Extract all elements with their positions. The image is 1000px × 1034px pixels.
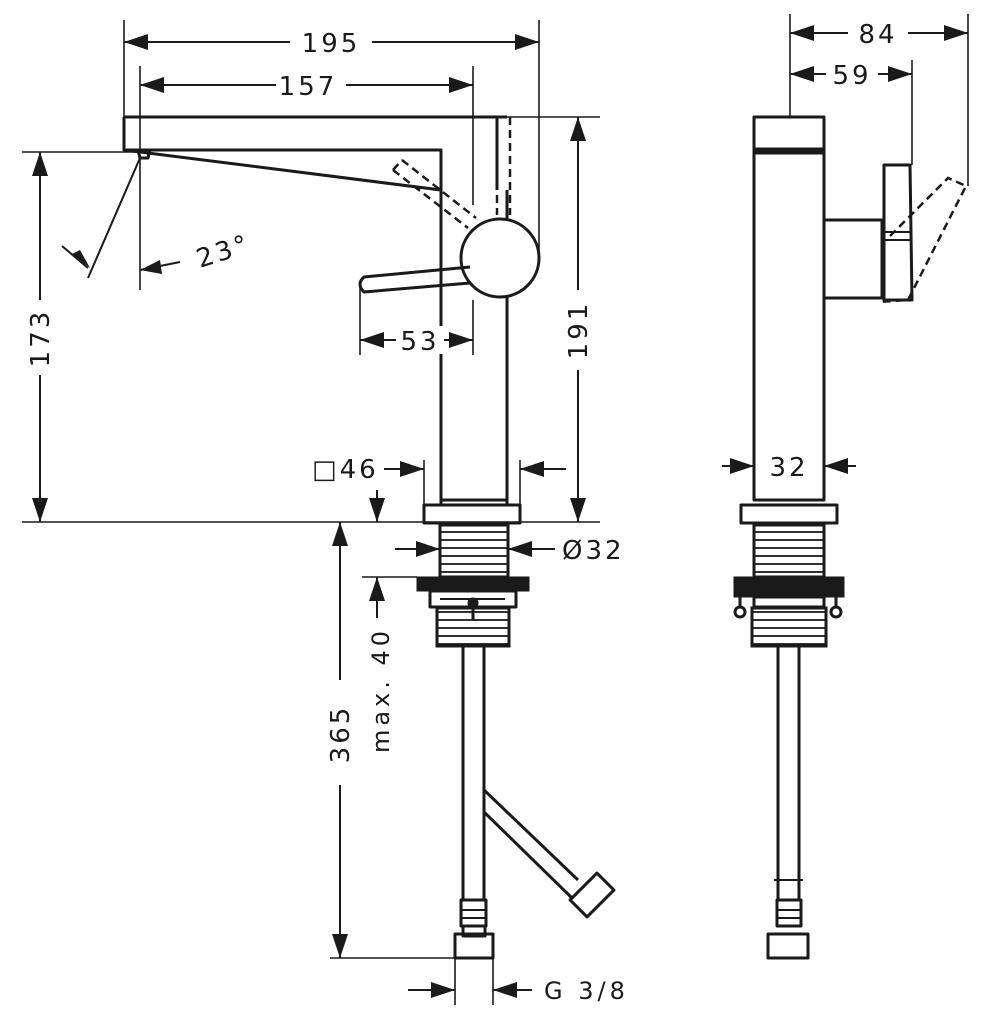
dim-thread-diameter: Ø32 [562,536,625,566]
side-hose-nut [766,932,810,960]
dim-hose-length: 365 [326,705,356,764]
hose-nut-angled [568,871,616,919]
dim-spout-angle: 23° [193,229,255,275]
aerator-tip [136,148,152,160]
lever-disc [459,217,541,299]
hose-angled [482,788,580,900]
dim-spout-height: 173 [26,309,56,368]
threaded-shank [438,523,510,579]
base-ring [422,503,522,525]
side-lever-alt [877,176,968,304]
side-threaded-shank [752,523,826,579]
lever-handle [358,265,471,294]
dim-total-height: 191 [564,301,594,360]
front-view: 195 157 23° 53 173 [22,20,629,1005]
dim-side-depth-body: 59 [832,61,871,91]
side-body [752,115,826,502]
side-lever-plate [882,163,914,302]
mounting-plate [416,576,530,592]
spout-outline [122,115,499,192]
dim-side-depth-total: 84 [858,20,897,50]
dim-connection-thread: G 3/8 [544,977,629,1005]
hose-main [461,646,486,900]
dim-spout-reach: 157 [279,72,338,102]
dim-lever-length: 53 [400,327,439,357]
lever-alt-position-up [495,117,512,215]
dim-overall-reach: 195 [302,29,361,59]
side-view: 84 59 32 [722,14,969,960]
side-hoses [776,646,801,900]
dim-side-body-width: 32 [769,453,808,483]
side-lower-shank [750,606,828,648]
dim-max-counter-thickness: max. 40 [367,627,395,753]
side-mounting-plate [733,576,845,598]
lower-shank [435,606,511,648]
dim-body-square: □46 [312,455,379,485]
side-base-ring [739,503,839,525]
side-lever-boss [822,218,884,300]
lever-alt-position-angled [392,159,477,229]
hose-nut-main [453,932,495,960]
